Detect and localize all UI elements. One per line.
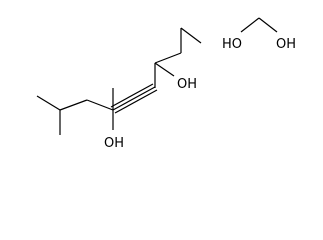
bond	[180, 27, 202, 44]
bond	[36, 95, 61, 111]
hydroxyl-label-top: OH	[177, 77, 197, 92]
bond	[154, 62, 175, 77]
bond	[59, 99, 88, 111]
hydroxyl-label-right: OH	[276, 37, 296, 52]
bond	[258, 17, 278, 33]
hydroxyl-label-left: HO	[222, 37, 242, 52]
triple-bond	[110, 83, 158, 114]
bond	[240, 17, 260, 33]
hydroxyl-label-bottom: OH	[104, 136, 124, 151]
structure-svg: OH OH HO OH	[36, 17, 296, 151]
bond	[86, 99, 114, 111]
tetramethyldecynediol-structure: OH OH	[36, 27, 202, 151]
chemical-structure-canvas: OH OH HO OH	[36, 17, 296, 151]
ethylene-glycol-structure: HO OH	[222, 17, 296, 52]
bond	[154, 52, 182, 64]
